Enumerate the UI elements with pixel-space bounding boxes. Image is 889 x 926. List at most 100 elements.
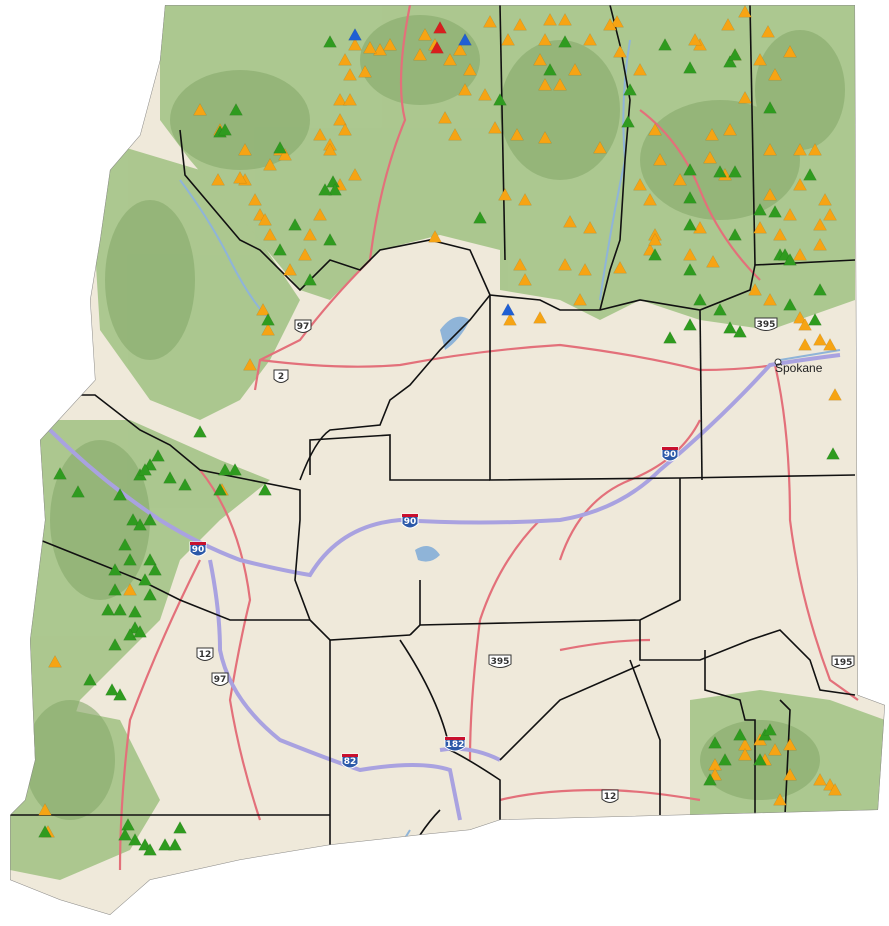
orange-site-marker[interactable] [543,12,557,26]
orange-site-marker[interactable] [348,37,362,51]
green-site-marker[interactable] [121,817,135,831]
orange-site-marker[interactable] [633,177,647,191]
green-site-marker[interactable] [663,330,677,344]
green-site-marker[interactable] [83,672,97,686]
city-spokane[interactable]: Spokane [774,358,823,375]
orange-site-marker[interactable] [578,262,592,276]
orange-site-marker[interactable] [813,217,827,231]
orange-site-marker[interactable] [653,152,667,166]
green-site-marker[interactable] [763,722,777,736]
green-site-marker[interactable] [733,324,747,338]
orange-site-marker[interactable] [793,177,807,191]
green-site-marker[interactable] [826,446,840,460]
orange-site-marker[interactable] [793,247,807,261]
green-site-marker[interactable] [148,562,162,576]
green-site-marker[interactable] [558,34,572,48]
orange-site-marker[interactable] [783,737,797,751]
green-site-marker[interactable] [143,587,157,601]
us-395-shield-north[interactable]: 395 [754,317,778,331]
orange-site-marker[interactable] [458,82,472,96]
orange-site-marker[interactable] [738,747,752,761]
orange-site-marker[interactable] [553,77,567,91]
orange-site-marker[interactable] [593,140,607,154]
green-site-marker[interactable] [273,140,287,154]
us-12-shield-east[interactable]: 12 [601,789,619,803]
orange-site-marker[interactable] [443,52,457,66]
green-site-marker[interactable] [108,582,122,596]
green-site-marker[interactable] [218,122,232,136]
orange-site-marker[interactable] [643,192,657,206]
orange-site-marker[interactable] [478,87,492,101]
green-site-marker[interactable] [218,462,232,476]
interstate-90-shield-west[interactable]: 90 [189,541,207,557]
orange-site-marker[interactable] [753,220,767,234]
interstate-182-shield[interactable]: 182 [444,736,466,752]
green-site-marker[interactable] [703,772,717,786]
interstate-82-shield[interactable]: 82 [341,753,359,769]
orange-site-marker[interactable] [738,90,752,104]
green-site-marker[interactable] [803,167,817,181]
orange-site-marker[interactable] [333,92,347,106]
green-site-marker[interactable] [143,512,157,526]
orange-site-marker[interactable] [338,52,352,66]
orange-site-marker[interactable] [783,767,797,781]
orange-site-marker[interactable] [233,170,247,184]
green-site-marker[interactable] [783,297,797,311]
green-site-marker[interactable] [683,162,697,176]
orange-site-marker[interactable] [283,262,297,276]
orange-site-marker[interactable] [673,172,687,186]
green-site-marker[interactable] [713,302,727,316]
orange-site-marker[interactable] [738,4,752,18]
orange-site-marker[interactable] [501,32,515,46]
green-site-marker[interactable] [151,448,165,462]
orange-site-marker[interactable] [693,220,707,234]
green-site-marker[interactable] [733,727,747,741]
orange-site-marker[interactable] [538,32,552,46]
green-site-marker[interactable] [138,572,152,586]
orange-site-marker[interactable] [823,207,837,221]
orange-site-marker[interactable] [453,42,467,56]
green-site-marker[interactable] [753,752,767,766]
orange-site-marker[interactable] [348,167,362,181]
green-site-marker[interactable] [723,320,737,334]
green-site-marker[interactable] [143,842,157,856]
orange-site-marker[interactable] [428,229,442,243]
green-site-marker[interactable] [123,627,137,641]
green-site-marker[interactable] [123,552,137,566]
green-site-marker[interactable] [168,837,182,851]
orange-site-marker[interactable] [256,302,270,316]
green-site-marker[interactable] [543,62,557,76]
orange-site-marker[interactable] [793,142,807,156]
orange-site-marker[interactable] [193,102,207,116]
orange-site-marker[interactable] [383,37,397,51]
green-site-marker[interactable] [173,820,187,834]
green-site-marker[interactable] [683,317,697,331]
orange-site-marker[interactable] [123,582,137,596]
green-site-marker[interactable] [113,487,127,501]
orange-site-marker[interactable] [703,150,717,164]
green-site-marker[interactable] [683,217,697,231]
orange-site-marker[interactable] [248,192,262,206]
orange-site-marker[interactable] [448,127,462,141]
green-site-marker[interactable] [193,424,207,438]
orange-site-marker[interactable] [808,142,822,156]
orange-site-marker[interactable] [418,27,432,41]
orange-site-marker[interactable] [518,272,532,286]
orange-site-marker[interactable] [573,292,587,306]
us-97-shield-south[interactable]: 97 [211,672,229,686]
orange-site-marker[interactable] [263,157,277,171]
green-site-marker[interactable] [258,482,272,496]
green-site-marker[interactable] [763,100,777,114]
us-2-shield[interactable]: 2 [273,369,289,383]
orange-site-marker[interactable] [723,122,737,136]
orange-site-marker[interactable] [763,292,777,306]
green-site-marker[interactable] [623,82,637,96]
green-site-marker[interactable] [693,292,707,306]
green-site-marker[interactable] [113,687,127,701]
green-site-marker[interactable] [288,217,302,231]
green-site-marker[interactable] [126,512,140,526]
green-site-marker[interactable] [118,827,132,841]
orange-site-marker[interactable] [783,207,797,221]
orange-site-marker[interactable] [323,142,337,156]
orange-site-marker[interactable] [518,192,532,206]
